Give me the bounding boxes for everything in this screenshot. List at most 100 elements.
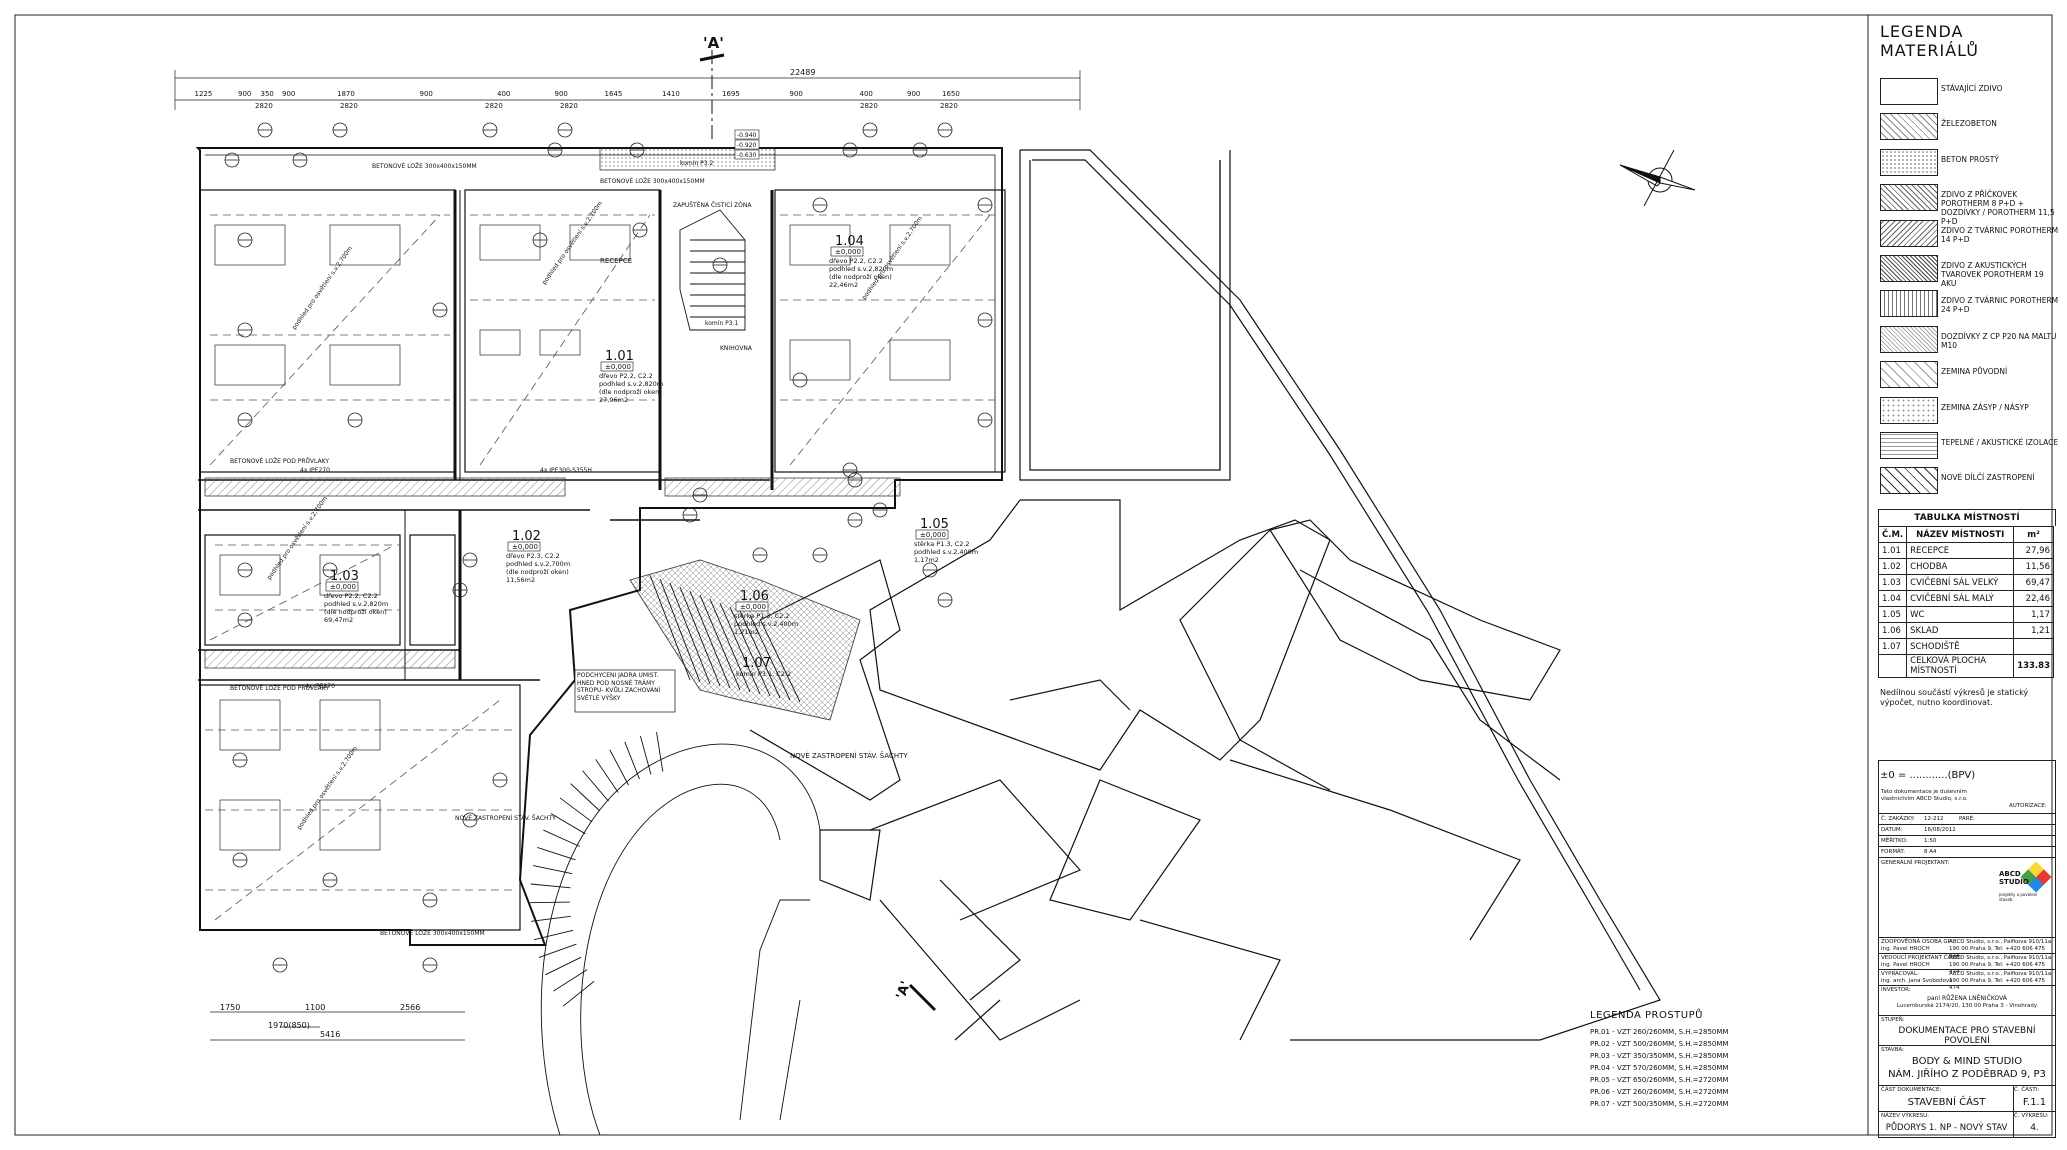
- table-cell: [2013, 638, 2054, 655]
- section-line-a: [699, 50, 937, 1012]
- top-subdim-2: 2820: [485, 102, 503, 110]
- top-dim-6: 400: [497, 90, 510, 98]
- table-note: Nedílnou součástí výkresů je statický vý…: [1880, 688, 2029, 707]
- top-dim-9: 1410: [662, 90, 680, 98]
- stair-tread: [570, 783, 601, 812]
- light-fixture: [214, 224, 286, 266]
- legend-swatch: [1880, 113, 1938, 141]
- legend-label: ŽELEZOBETON: [1941, 119, 1997, 129]
- level-markers: -0.940-0.920-0.630: [734, 129, 760, 160]
- room-spec-3: 1,17m2: [914, 556, 939, 564]
- table-cell: 69,47: [2013, 574, 2054, 591]
- room-level: ±0,000: [512, 543, 538, 551]
- room-number: 1.05: [920, 517, 949, 532]
- room-spec-2: (dle nodproží oken): [599, 388, 662, 396]
- komin-label-2: komín P3.1: [705, 320, 738, 327]
- room-number: 1.02: [512, 529, 541, 544]
- stair-tread: [545, 956, 582, 976]
- podchyceni-note: PODCHYCENÍ JÁDRA UMÍST. HNED POD NOSNÉ T…: [577, 672, 661, 702]
- table-cell: CVIČEBNÍ SÁL VELKÝ: [1906, 574, 2015, 591]
- core-step: [759, 618, 801, 703]
- room-spec-3: 27,96m2: [599, 396, 628, 404]
- stair-tread: [530, 901, 571, 904]
- podhled-label-1: podhled pro osvětlení s.v.2,700m: [541, 200, 604, 286]
- table-cell: 1.07: [1877, 638, 1908, 655]
- legend-item: STÁVAJÍCÍ ZDIVO: [1880, 78, 2060, 113]
- central-stair-core: [629, 209, 861, 721]
- bottom-dim-2: 2566: [400, 1003, 420, 1012]
- legend-item: ZDIVO Z TVÁRNIC POROTHERM 14 P+D: [1880, 219, 2060, 255]
- table-cell: 11,56: [2013, 558, 2054, 575]
- room-spec-1: podhled s.v.2,820m: [829, 265, 893, 273]
- bpv-label: ±0 = ............(BPV): [1880, 770, 1976, 781]
- beam-strips: [204, 147, 901, 669]
- legend-swatch: [1880, 219, 1938, 247]
- table-cell: CVIČEBNÍ SÁL MALÝ: [1906, 590, 2015, 607]
- ipe-label-1: 4x IPE270: [300, 467, 330, 474]
- top-dim-5: 900: [420, 90, 433, 98]
- recepce-label: RECEPCE: [600, 257, 632, 265]
- beton-loze-pod-label: BETONOVÉ LOŽE POD PRŮVLAKY: [230, 457, 329, 465]
- prostup-item: PR.01 - VZT 260/260MM, S.H.=2850MM: [1590, 1028, 1729, 1036]
- section-marker-bottom: 'A': [894, 979, 914, 1001]
- ipe-label-2: 4x IPE300-S355H: [540, 467, 592, 474]
- title-block: Tato dokumentace je duševním vlastnictví…: [1878, 760, 2056, 1138]
- spiral-staircase: [530, 732, 821, 1136]
- legend-label: ZEMINA ZÁSYP / NÁSYP: [1941, 402, 2029, 412]
- stair-tread: [609, 749, 629, 786]
- core-step: [709, 598, 751, 693]
- room-level: ±0,000: [835, 248, 861, 256]
- room-number: 1.04: [835, 234, 864, 249]
- c-vykresu-label: Č. VÝKRESU:: [2014, 1113, 2049, 1119]
- core-step: [649, 574, 691, 681]
- top-subdim-1: 2820: [340, 102, 358, 110]
- detail-circles: [224, 122, 993, 973]
- table-cell: 1.05: [1877, 606, 1908, 623]
- legend-swatch: [1880, 361, 1938, 389]
- core-step: [669, 582, 711, 685]
- cast-value: STAVEBNÍ ČÁST: [1907, 1097, 1986, 1108]
- room-number: 1.06: [740, 589, 769, 604]
- room-number: 1.03: [330, 569, 359, 584]
- table-cell: RECEPCE: [1906, 542, 2015, 559]
- level-marker-box: [734, 149, 760, 160]
- logo-subtitle: projekty a povolení staveb: [1999, 892, 2038, 902]
- room-level: ±0,000: [920, 531, 946, 539]
- legend-item: BETON PROSTÝ: [1880, 148, 2060, 184]
- podhled-label-4: podhled pro osvětlení s.v.2,700m: [296, 745, 359, 831]
- room-outlines: [199, 189, 1006, 931]
- nove-zastropeni-label: NOVÉ ZASTROPENÍ STÁV. ŠACHTY: [455, 814, 556, 822]
- beton-loze-label-2: BETONOVÉ LOŽE 300x400x150MM: [600, 177, 705, 185]
- autorizace-label: AUTORIZACE:: [2009, 803, 2047, 809]
- room-spec-2: (dle nodproží oken): [506, 568, 569, 576]
- stair-tread: [533, 865, 573, 875]
- table-cell: 27,96: [2013, 542, 2054, 559]
- top-subdim-4: 2820: [860, 102, 878, 110]
- legend-swatch: [1880, 78, 1938, 105]
- top-subdim-5: 2820: [940, 102, 958, 110]
- table-header: Č.M.: [1877, 526, 1908, 543]
- room-spec-0: dřevo P2.3, C2.2: [506, 552, 560, 560]
- top-dim-4: 1870: [337, 90, 355, 98]
- room-spec-0: komín P3.1, C2.2: [736, 670, 791, 678]
- table-cell: 1.02: [1877, 558, 1908, 575]
- copyright-note: Tato dokumentace je duševním vlastnictví…: [1881, 789, 1968, 802]
- person-4: Ing. arch. Jana Svobodová: [1881, 978, 1953, 984]
- datum-value: 16/08/2012: [1924, 827, 1956, 833]
- room-spec-3: 69,47m2: [324, 616, 353, 624]
- light-fixture: [789, 224, 851, 266]
- legend-label: ZEMINA PŮVODNÍ: [1941, 367, 2008, 377]
- legend-label: ZDIVO Z TVÁRNIC POROTHERM 14 P+D: [1941, 225, 2059, 244]
- overall-dimension: 22489: [790, 68, 815, 77]
- legend-item: ZDIVO Z AKUSTICKÝCH TVAROVEK POROTHERM 1…: [1880, 254, 2060, 290]
- company-addr-3: 190 00 Praha 9, Tel: +420 606 475 474: [1949, 978, 2045, 991]
- stavba-line-2: NÁM. JIŘÍHO Z PODĚBRAD 9, P3: [1888, 1069, 2046, 1080]
- room-spec-0: dřevo P2.2, C2.2: [599, 372, 653, 380]
- table-cell: WC: [1906, 606, 2015, 623]
